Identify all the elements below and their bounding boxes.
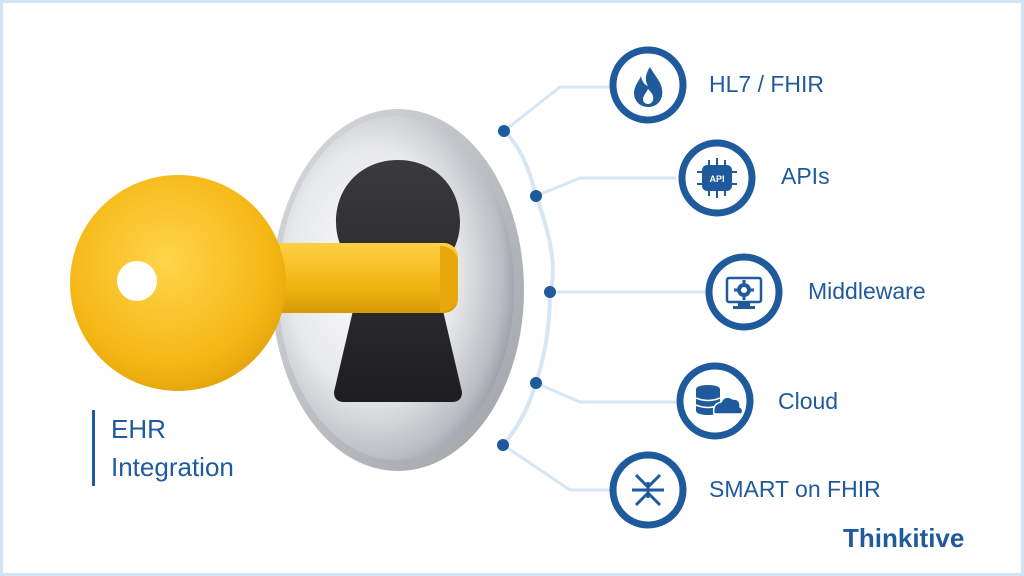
- title-line-1: EHR: [111, 414, 166, 444]
- brand-logo: Thinkitive: [843, 523, 964, 554]
- item-label-apis: APIs: [781, 163, 830, 189]
- connector-dot: [498, 125, 510, 137]
- connector-dot: [530, 190, 542, 202]
- svg-text:API: API: [709, 174, 724, 184]
- connector-dots: [497, 125, 556, 451]
- title-line-2: Integration: [111, 452, 234, 482]
- connector-lines: [501, 85, 706, 492]
- flame-icon: [634, 67, 663, 107]
- item-label-cloud: Cloud: [778, 388, 839, 414]
- connector-dot: [544, 286, 556, 298]
- diagram-title: EHR Integration: [92, 410, 234, 486]
- item-label-hl7-fhir: HL7 / FHIR: [709, 71, 825, 97]
- smart-fhir-icon: [632, 473, 664, 507]
- api-chip-icon: API: [697, 158, 737, 198]
- database-cloud-icon: [695, 385, 744, 415]
- item-label-smart-on-fhir: SMART on FHIR: [709, 476, 881, 502]
- icon-circles: [609, 46, 783, 529]
- golden-key: [70, 175, 458, 391]
- brand-name: Thinkitive: [843, 523, 965, 553]
- item-label-middleware: Middleware: [808, 278, 926, 304]
- connector-dot: [497, 439, 509, 451]
- connector-dot: [530, 377, 542, 389]
- monitor-gear-icon: [725, 276, 763, 309]
